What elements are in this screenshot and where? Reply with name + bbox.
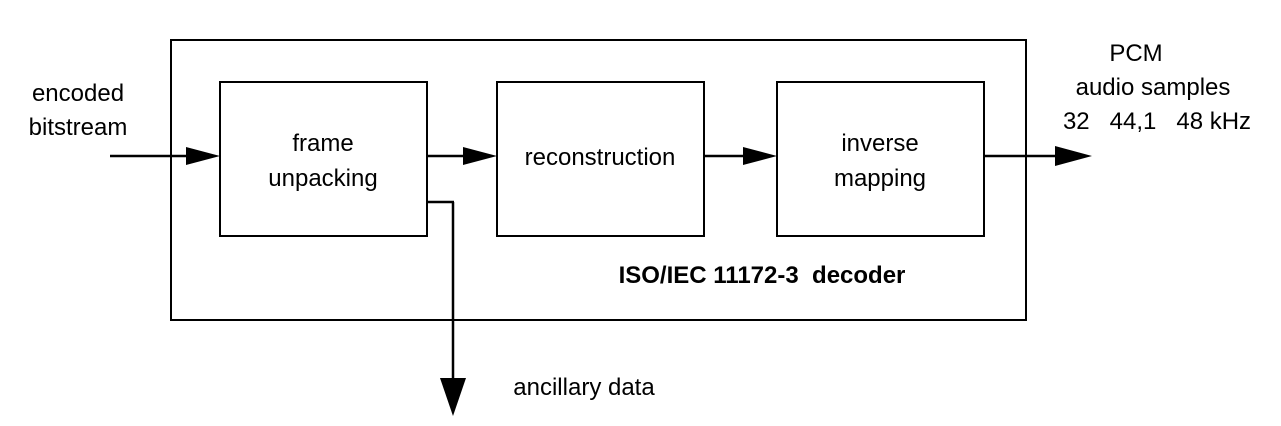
input-arrowhead xyxy=(186,147,220,165)
reconstruction-block xyxy=(496,81,705,237)
output-label-line2: audio samples xyxy=(1076,74,1231,101)
frame-unpacking-label-line2: unpacking xyxy=(268,165,377,192)
decoder-label: ISO/IEC 11172-3 decoder xyxy=(619,262,906,289)
input-label-line1: encoded xyxy=(32,80,124,107)
inverse-mapping-label-line2: mapping xyxy=(834,165,926,192)
ancillary-data-label: ancillary data xyxy=(513,374,655,401)
decoder-outer-box xyxy=(170,39,1027,321)
input-label-line2: bitstream xyxy=(29,114,128,141)
output-label-line3: 32 44,1 48 kHz xyxy=(1063,108,1251,135)
ancillary-arrowhead xyxy=(440,378,466,416)
inverse-mapping-block xyxy=(776,81,985,237)
frame-unpacking-label-line1: frame xyxy=(292,130,353,157)
inverse-mapping-label-line1: inverse xyxy=(841,130,918,157)
reconstruction-label: reconstruction xyxy=(525,144,676,171)
reconstruction-to-mapping-arrowhead xyxy=(743,147,777,165)
output-arrowhead xyxy=(1055,146,1092,166)
frame-unpacking-block xyxy=(219,81,428,237)
output-label-line1: PCM xyxy=(1109,40,1162,67)
unpack-to-reconstruction-arrowhead xyxy=(463,147,497,165)
